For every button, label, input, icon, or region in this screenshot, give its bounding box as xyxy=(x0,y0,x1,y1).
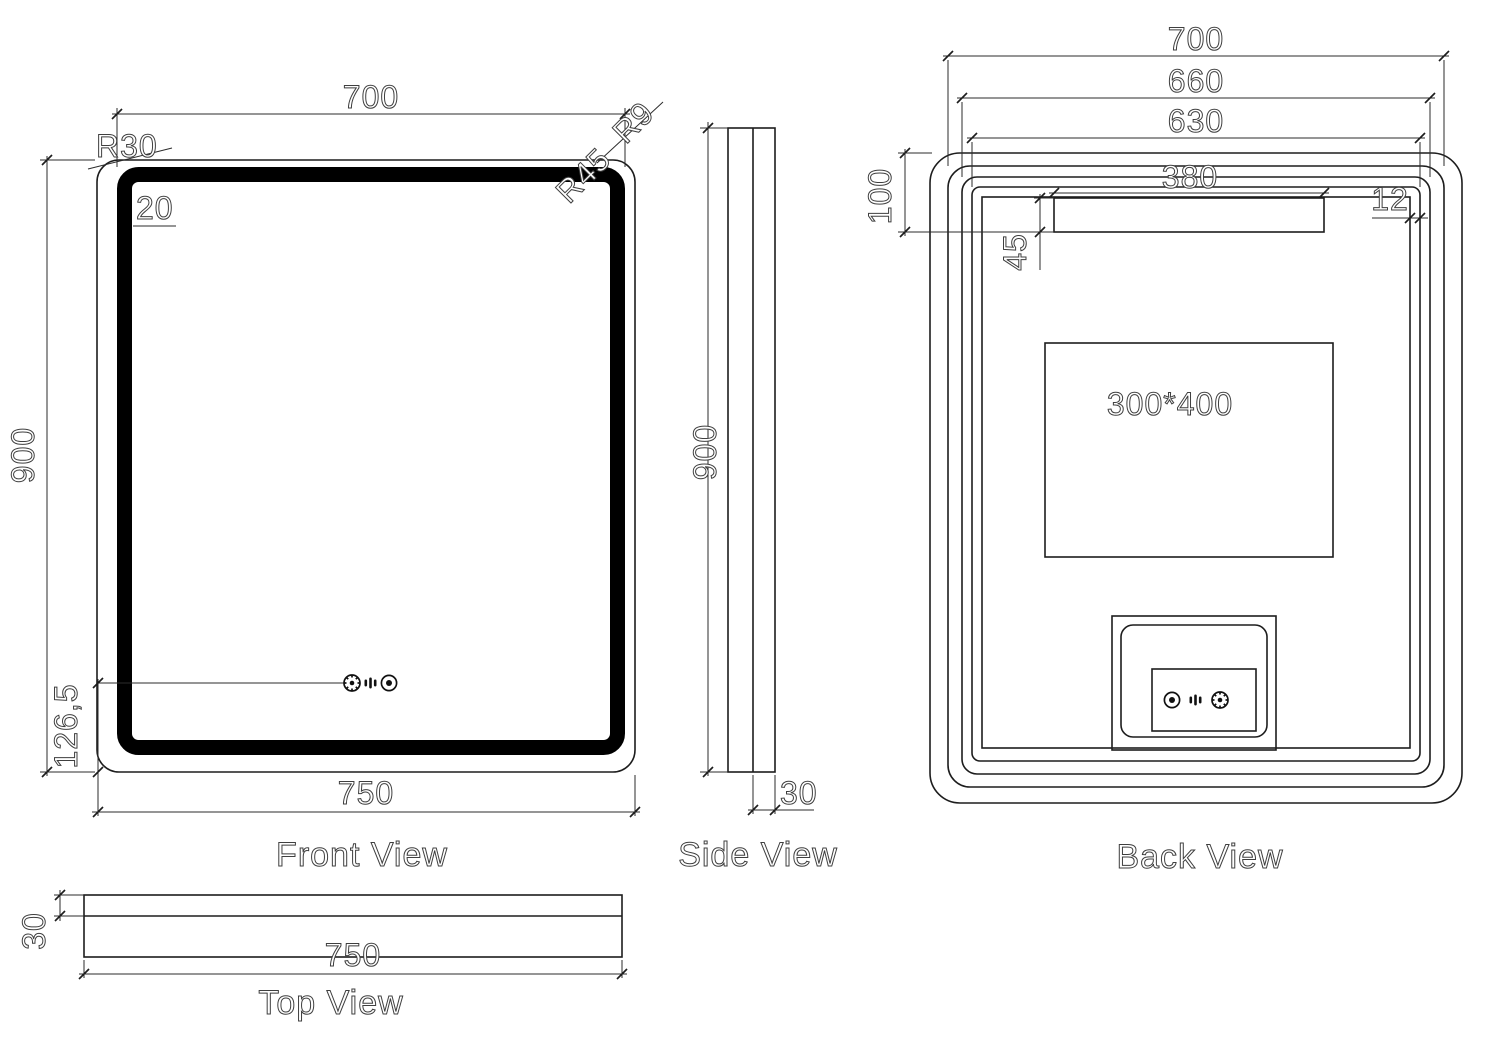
back-panel-outline-660 xyxy=(961,176,1431,775)
front-dim-controls-offset: 126,5 xyxy=(48,677,345,816)
front-dim-width-top-text: 700 xyxy=(343,79,399,115)
back-view-label: Back View xyxy=(1116,838,1283,876)
front-dim-frame-width-text: 20 xyxy=(136,190,174,226)
back-dim-width-mid: 660 xyxy=(956,63,1436,177)
front-radius-corner-text: R9 xyxy=(605,94,661,150)
back-dim-bracket-height: 45 xyxy=(997,192,1054,271)
control-box-inner xyxy=(1120,624,1268,738)
side-view: 900 30 Side View xyxy=(678,122,838,875)
top-dim-depth-text: 30 xyxy=(16,912,52,950)
back-cutout-label: 300*400 xyxy=(1107,386,1233,422)
back-dim-edge-gap: 12 xyxy=(1371,181,1428,224)
front-dim-width-bottom: 750 xyxy=(92,775,641,818)
back-dim-width-outer-text: 700 xyxy=(1168,21,1224,57)
top-view-label: Top View xyxy=(258,984,403,1022)
back-dim-width-outer: 700 xyxy=(942,21,1450,166)
back-control-box xyxy=(1111,615,1277,751)
side-profile-outline xyxy=(727,127,776,773)
dimmer-icon xyxy=(1189,694,1202,706)
top-dim-depth: 30 xyxy=(16,889,84,950)
back-cutout: 300*400 xyxy=(1044,342,1334,558)
control-box-outer xyxy=(1111,615,1277,751)
back-panel-inner-outline xyxy=(981,196,1411,749)
power-icon xyxy=(1163,691,1181,709)
back-view: 700 660 630 100 xyxy=(862,21,1463,877)
back-dim-width-inner-text: 630 xyxy=(1168,103,1224,139)
front-dim-height-text: 900 xyxy=(5,427,41,483)
front-view: 700 R30 R9 R45 20 900 xyxy=(5,79,664,875)
front-dim-controls-offset-text: 126,5 xyxy=(48,683,84,768)
front-radius-outer-text: R30 xyxy=(96,128,158,164)
defogger-icon xyxy=(1211,691,1229,709)
front-dim-width-top: 700 xyxy=(111,79,631,167)
back-panel-outline-700 xyxy=(947,165,1445,788)
back-hanging-bracket xyxy=(1053,197,1325,233)
side-view-label: Side View xyxy=(678,836,838,874)
side-dim-height: 900 xyxy=(687,122,728,778)
back-cutout-outline xyxy=(1044,342,1334,558)
side-dim-depth: 30 xyxy=(747,775,818,816)
back-mirror-outline xyxy=(929,152,1463,804)
back-dim-width-inner: 630 xyxy=(966,103,1426,187)
top-dim-width-text: 750 xyxy=(325,937,381,973)
back-dim-bracket-width-text: 380 xyxy=(1162,159,1218,195)
defogger-icon xyxy=(343,674,361,692)
front-dim-frame-width: 20 xyxy=(133,190,176,227)
front-view-label: Front View xyxy=(276,836,448,874)
back-dim-width-mid-text: 660 xyxy=(1168,63,1224,99)
back-dim-bracket-width: 380 xyxy=(1048,159,1330,199)
power-icon xyxy=(380,674,398,692)
side-dim-height-text: 900 xyxy=(687,424,723,480)
front-radius-inner-text: R45 xyxy=(549,141,618,210)
back-dim-bracket-height-text: 45 xyxy=(997,233,1033,271)
front-touch-controls xyxy=(343,674,398,692)
control-strip xyxy=(1151,668,1257,732)
top-profile-outline xyxy=(83,894,623,958)
front-led-frame xyxy=(117,167,625,755)
back-panel-outline-630 xyxy=(971,186,1421,762)
back-dim-edge-gap-text: 12 xyxy=(1371,181,1409,217)
front-dim-width-bottom-text: 750 xyxy=(338,775,394,811)
top-dim-width: 750 xyxy=(78,937,628,980)
top-view: 30 750 Top View xyxy=(16,889,628,1023)
front-dim-height: 900 xyxy=(5,154,95,778)
front-mirror-outline xyxy=(96,159,636,773)
dimmer-icon xyxy=(364,677,377,689)
side-dim-depth-text: 30 xyxy=(780,775,818,811)
back-dim-top-offset: 100 xyxy=(862,147,1056,238)
back-dim-top-offset-text: 100 xyxy=(862,168,898,224)
